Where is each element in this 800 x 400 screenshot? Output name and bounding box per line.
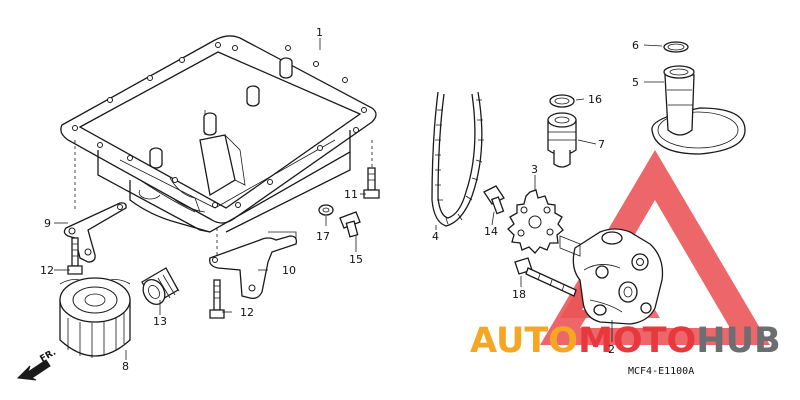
callout-4: 4	[432, 230, 439, 243]
callout-18: 18	[512, 288, 526, 301]
drive-chain-4	[431, 91, 484, 227]
callout-16: 16	[588, 93, 602, 106]
relief-valve-7	[547, 112, 577, 168]
callout-numbers: 1 2 3 4 5 6 7 8 9 10 11 12 12 13 14 15 1…	[40, 26, 639, 373]
callout-15: 15	[349, 253, 363, 266]
oil-pan-bolt-holes	[72, 42, 367, 208]
bracket-left	[63, 202, 127, 263]
watermark-text-moto: MOTO	[578, 321, 696, 361]
front-direction-label: FR.	[39, 348, 58, 365]
watermark-logo	[540, 150, 770, 345]
callout-14: 14	[484, 225, 498, 238]
callout-7: 7	[598, 138, 605, 151]
callout-17: 17	[316, 230, 330, 243]
oil-pan	[60, 35, 377, 233]
callout-1: 1	[316, 26, 323, 39]
callout-6: 6	[632, 39, 639, 52]
sprocket-bolt-14	[483, 185, 505, 215]
oil-filter	[59, 277, 131, 358]
callout-12-right: 12	[240, 306, 254, 319]
oil-pump-sprocket-3	[507, 189, 564, 254]
callout-11: 11	[344, 188, 358, 201]
callout-3: 3	[531, 163, 538, 176]
o-ring-6	[663, 41, 689, 53]
oil-strainer-5	[651, 65, 746, 155]
o-ring-16	[549, 94, 575, 108]
callout-10: 10	[282, 264, 296, 277]
bolt-12-right	[209, 279, 225, 319]
leader-lines	[54, 38, 664, 360]
drawing-code: MCF4-E1100A	[628, 366, 694, 377]
front-direction-arrow: FR.	[16, 348, 58, 381]
watermark-text-hub: HUB	[696, 321, 780, 361]
callout-12-left: 12	[40, 264, 54, 277]
callout-5: 5	[632, 76, 639, 89]
callout-9: 9	[44, 217, 51, 230]
oil-pump-2	[559, 228, 664, 325]
watermark-text-auto: AUTO	[470, 321, 578, 361]
callout-8: 8	[122, 360, 129, 373]
callout-2: 2	[608, 343, 615, 356]
bolt-12-left	[67, 237, 83, 275]
bracket-right	[209, 231, 298, 300]
threaded-boss-13	[141, 267, 180, 305]
bolt-11	[363, 167, 380, 199]
pump-bolt-18	[514, 257, 577, 297]
sealing-washer-17	[318, 204, 334, 216]
drain-plug-15	[339, 211, 361, 238]
watermark-text: AUTOMOTOHUB	[470, 321, 781, 361]
callout-13: 13	[153, 315, 167, 328]
